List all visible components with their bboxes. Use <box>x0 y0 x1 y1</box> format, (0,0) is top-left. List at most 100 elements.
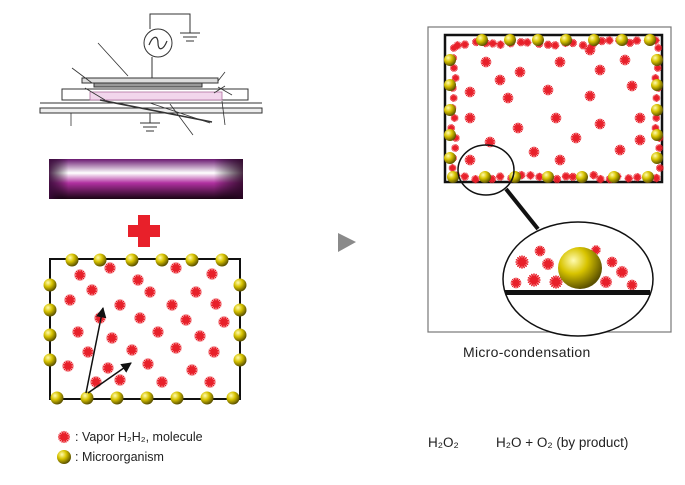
reaction-reactant: H₂O₂ <box>428 435 459 450</box>
vapor-molecule <box>464 86 476 98</box>
vapor-molecule <box>584 90 596 102</box>
zoom-microorganism <box>558 247 602 289</box>
vapor-molecule <box>72 326 84 338</box>
microorganism <box>140 391 154 405</box>
vapor-molecule <box>561 172 571 181</box>
vapor-molecule <box>632 36 642 45</box>
vapor-molecule <box>549 275 563 289</box>
microorganism <box>608 171 620 183</box>
red-plus-icon <box>128 215 160 247</box>
microorganism <box>93 253 107 267</box>
microorganism <box>588 34 600 46</box>
microorganism <box>444 152 456 164</box>
microorganism <box>560 34 572 46</box>
vapor-molecule <box>542 84 554 96</box>
vapor-molecule <box>106 332 118 344</box>
microorganism <box>43 353 57 367</box>
vapor-molecule <box>206 268 218 280</box>
vapor-molecule <box>514 66 526 78</box>
microorganism <box>80 391 94 405</box>
vapor-molecule <box>451 144 460 152</box>
microorganism <box>155 253 169 267</box>
vapor-molecule <box>655 164 664 172</box>
microorganism <box>651 54 663 66</box>
microorganism <box>642 171 654 183</box>
vapor-molecule <box>449 94 458 102</box>
vapor-molecule <box>142 358 154 370</box>
vapor-molecule <box>652 94 661 102</box>
microorganism <box>644 34 656 46</box>
microorganism <box>444 129 456 141</box>
vapor-molecule <box>464 112 476 124</box>
microorganisms-a <box>43 253 247 405</box>
vapor-molecule <box>626 80 638 92</box>
microorganism <box>616 34 628 46</box>
vapor-molecule <box>102 362 114 374</box>
vapor-molecule <box>550 112 562 124</box>
play-arrow-icon <box>338 233 356 252</box>
vapor-molecule <box>624 174 633 183</box>
vapor-molecule <box>619 54 631 66</box>
microorganism <box>50 391 64 405</box>
vapor-molecule <box>496 40 505 49</box>
vapor-molecule <box>554 56 566 68</box>
condensation-chamber <box>443 33 664 184</box>
ac-source-symbol <box>143 28 173 58</box>
microorganism <box>125 253 139 267</box>
vapor-molecule <box>156 376 168 388</box>
vapor-molecule <box>62 360 74 372</box>
vapor-molecule <box>527 273 541 287</box>
vapor-molecule <box>550 41 560 50</box>
vapor-molecule <box>104 262 116 274</box>
microorganism <box>651 79 663 91</box>
microorganism <box>447 171 459 183</box>
vapor-molecule <box>633 173 642 182</box>
vapor-molecule <box>480 56 492 68</box>
vapor-molecule <box>568 172 578 182</box>
vapor-molecule <box>495 172 505 181</box>
microorganism <box>576 171 588 183</box>
vapor-molecule <box>554 154 566 166</box>
legend-microorganism-label: : Microorganism <box>75 450 164 464</box>
vapor-chamber <box>43 253 247 405</box>
vapor-molecule <box>194 330 206 342</box>
vapor-molecule <box>615 265 629 279</box>
vapor-molecule <box>655 144 664 152</box>
vapor-molecule <box>448 164 457 172</box>
vapor-molecule <box>594 118 606 130</box>
microorganism <box>532 34 544 46</box>
vapor-molecule <box>170 342 182 354</box>
magnifier-circle <box>457 144 654 337</box>
vapor-molecule <box>494 74 506 86</box>
vapor-molecule <box>654 44 663 52</box>
vapor-molecule <box>152 326 164 338</box>
vapor-molecule <box>144 286 156 298</box>
microorganism <box>542 171 554 183</box>
vapor-molecule <box>543 40 553 50</box>
microorganism <box>233 328 247 342</box>
vapor-molecule <box>526 171 535 180</box>
vapor-molecule <box>74 269 86 281</box>
vapor-molecule <box>594 64 606 76</box>
microorganism <box>185 253 199 267</box>
reaction-products: H₂O + O₂ (by product) <box>496 435 629 450</box>
vapor-molecule <box>180 314 192 326</box>
vapor-molecule <box>541 257 555 271</box>
vapor-molecule <box>114 374 126 386</box>
vapor-molecule <box>208 346 220 358</box>
vapor-molecule <box>578 41 588 50</box>
plasma-reactor-schematic <box>39 13 263 136</box>
vapor-molecule <box>126 344 138 356</box>
vapor-molecule <box>510 277 522 289</box>
vapor-molecule <box>204 376 216 388</box>
vapor-molecule <box>210 298 222 310</box>
vapor-molecule <box>589 170 598 180</box>
vapor-molecule <box>534 245 546 257</box>
microorganisms-b <box>444 34 663 183</box>
microorganism <box>651 104 663 116</box>
migration-arrows <box>85 306 132 394</box>
vapor-molecule <box>170 262 182 274</box>
vapor-molecule <box>449 44 458 52</box>
vapor-molecule <box>634 112 646 124</box>
vapor-molecule <box>134 312 146 324</box>
